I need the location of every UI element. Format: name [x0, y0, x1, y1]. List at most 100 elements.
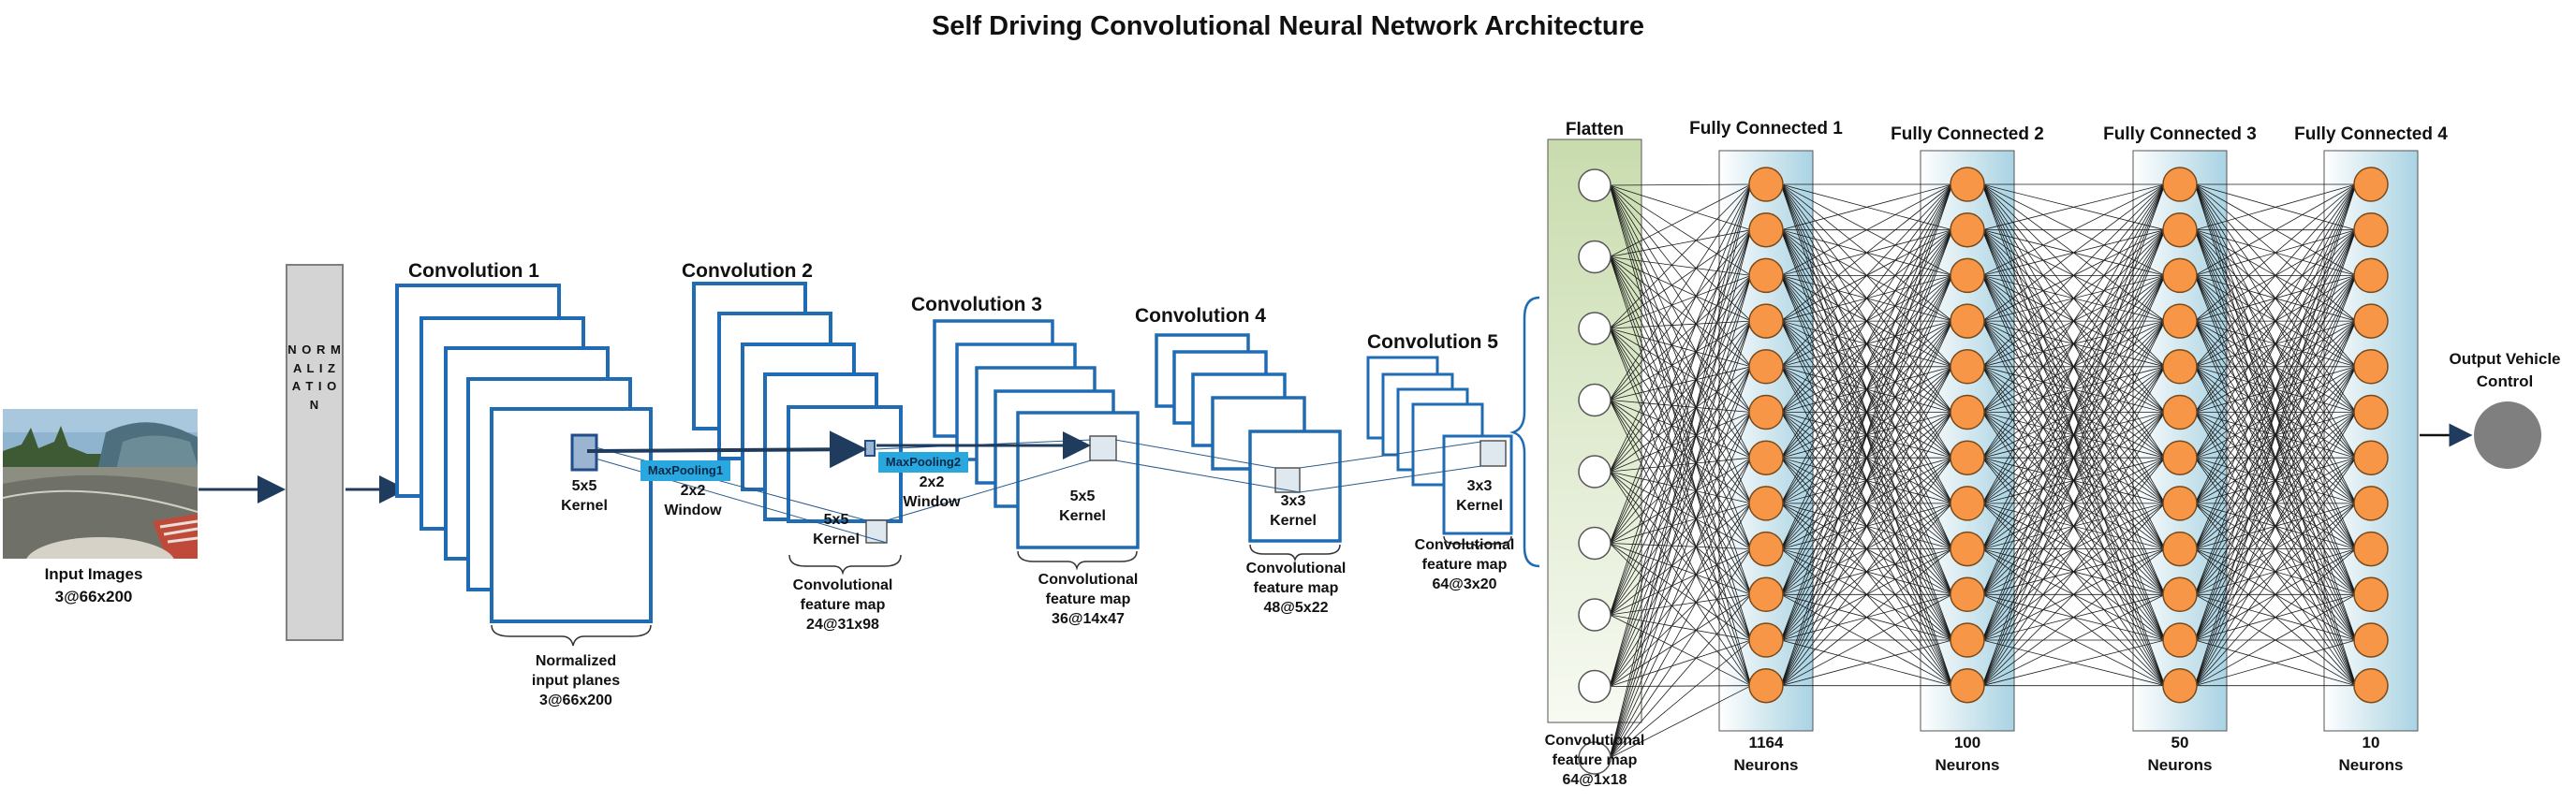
connection-line [2194, 503, 2357, 686]
fc4-neuron [2353, 394, 2389, 430]
conv3-kernel-label: 5x5 Kernel [1045, 488, 1120, 527]
connection-line [1981, 183, 2166, 322]
connection-line [1609, 639, 1752, 759]
fc3-neuron [2162, 576, 2198, 613]
connection-line [1609, 184, 1752, 641]
connection-line [2194, 639, 2357, 687]
input-label-line2: 3@66x200 [54, 587, 133, 605]
connection-line [1609, 320, 1752, 759]
output-label: Output Vehicle Control [2430, 348, 2576, 393]
conv4-kernel-box [1274, 467, 1301, 493]
normalized-line1: Normalized [535, 653, 617, 669]
arrow-maxpooling1 [586, 430, 867, 469]
connection-line [2194, 593, 2357, 687]
connection-line [1981, 320, 2166, 686]
connection-line [1609, 471, 1752, 641]
connection-line [1609, 256, 1752, 641]
conv5-kernel-label: 3x3 Kernel [1442, 477, 1517, 517]
normalization-label: N O R M A L I Z A T I O N [287, 343, 342, 412]
fc1-neuron [1748, 167, 1784, 202]
maxpooling2-window-word: Window [903, 493, 961, 510]
connection-line [1609, 256, 1752, 413]
connection-line [1981, 275, 2166, 686]
conv4-kernel-word: Kernel [1270, 512, 1317, 529]
conv3-fm-line3: 36@14x47 [1052, 610, 1125, 627]
fc1-neuron [1748, 394, 1784, 430]
maxpooling2-window: 2x2 Window [894, 474, 969, 513]
connection-line [1609, 229, 1752, 759]
connection-line [1609, 685, 1752, 759]
connection-line [1609, 400, 1752, 595]
maxpooling2-badge: MaxPooling2 [878, 452, 968, 473]
connection-line [1609, 183, 1752, 759]
conv4-kernel-label: 3x3 Kernel [1256, 492, 1331, 532]
connection-line [2194, 183, 2357, 549]
fc1-neuron [1748, 531, 1784, 567]
conv4-title: Convolution 4 [1135, 305, 1266, 327]
fc4-caption: 10 Neurons [2324, 732, 2418, 777]
connection-line [1780, 183, 1953, 686]
connection-line [1981, 183, 2166, 549]
flatten-caption-line3: 64@1x18 [1562, 771, 1627, 788]
fc1-neuron [1748, 211, 1784, 248]
fc4-neuron [2353, 622, 2389, 658]
conv2-kernel-label: 5x5 Kernel [799, 511, 874, 550]
connection-line [1609, 184, 1752, 322]
conv5-fm-line3: 64@3x20 [1432, 576, 1497, 592]
connection-line [1609, 543, 1752, 595]
fc4-neuron [2353, 667, 2389, 704]
flatten-node [1578, 598, 1612, 632]
connection-line [1609, 275, 1752, 544]
conv1-kernel-label: 5x5 Kernel [547, 477, 622, 517]
conv3-kernel-word: Kernel [1059, 507, 1106, 524]
connection-line [1609, 256, 1752, 459]
connection-line [1609, 256, 1752, 504]
fc3-neuron [2162, 440, 2198, 475]
fc4-neuron [2353, 349, 2389, 385]
connection-line [1780, 183, 1953, 368]
flatten-title: Flatten [1565, 120, 1625, 139]
fc2-neuron [1950, 394, 1985, 430]
connection-line [1609, 412, 1752, 616]
conv2-fm-line1: Convolutional [792, 577, 893, 593]
flatten-node [1578, 168, 1612, 202]
connection-line [1609, 543, 1752, 686]
connection-line [1780, 183, 1953, 641]
connection-line [1981, 229, 2166, 686]
connection-line [1609, 256, 1752, 276]
conv4-fm-line3: 48@5x22 [1263, 599, 1329, 616]
connection-line [1609, 400, 1752, 686]
connection-line [1981, 183, 2166, 686]
flatten-caption: Convolutional feature map 64@1x18 [1529, 732, 1660, 790]
fc4-neuron [2353, 211, 2389, 248]
conv3-fm-line1: Convolutional [1038, 572, 1139, 588]
connection-line [1780, 503, 1953, 686]
connection-line [1609, 457, 1752, 544]
connection-line [1609, 471, 1752, 686]
flatten-node [1578, 741, 1612, 775]
connection-line [1609, 183, 1752, 687]
conv2-fm-line3: 24@31x98 [806, 616, 879, 633]
fc3-neuron [2162, 531, 2198, 567]
flatten-node [1578, 240, 1612, 274]
conv5-fm-line2: feature map [1421, 556, 1508, 573]
connection-line [1609, 328, 1752, 686]
connection-line [1609, 320, 1752, 473]
connection-line [1981, 183, 2166, 276]
connection-line [1609, 183, 1752, 473]
connection-line [2194, 366, 2357, 686]
connection-line [1609, 256, 1752, 549]
conv2-fm-line2: feature map [800, 596, 886, 613]
fc3-neuron [2162, 667, 2198, 704]
connection-line [1609, 184, 1752, 595]
connection-line [1609, 543, 1752, 641]
connection-line [2194, 183, 2357, 595]
connection-line [1609, 471, 1752, 549]
connection-line [1609, 183, 1752, 186]
flatten-node [1578, 312, 1612, 345]
input-image [3, 409, 198, 559]
projection-lines [595, 439, 1482, 544]
connection-line [1780, 183, 1953, 549]
conv1-kernel-word: Kernel [561, 497, 608, 514]
connection-line [1609, 400, 1752, 459]
